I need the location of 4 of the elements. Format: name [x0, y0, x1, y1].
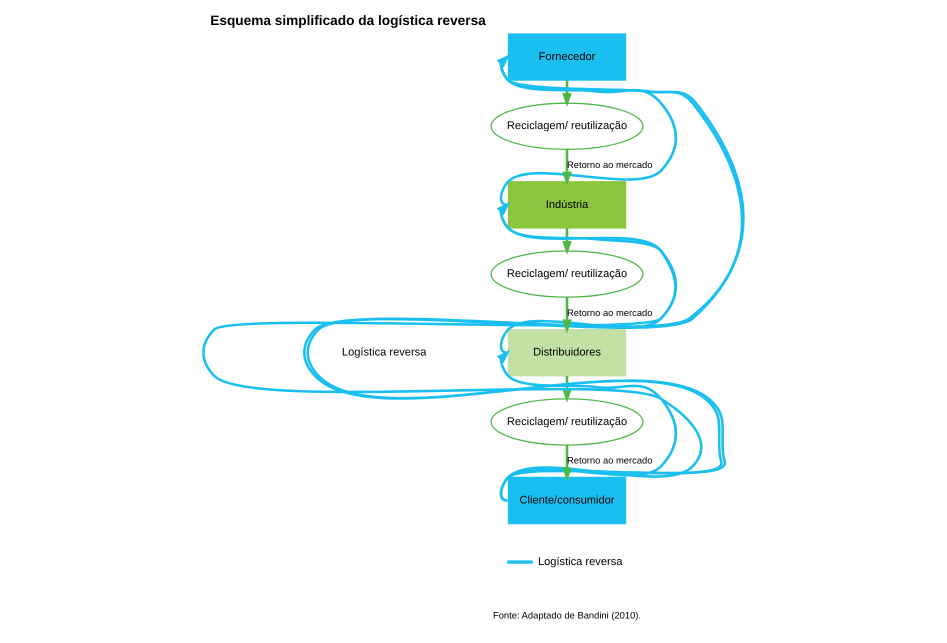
caption: Fonte: Adaptado de Bandini (2010).: [493, 609, 642, 620]
diagram-title: Esquema simplificado da logística reversa: [210, 13, 486, 28]
label: Logística reversa: [342, 346, 426, 359]
legend-label: Logística reversa: [538, 556, 622, 568]
